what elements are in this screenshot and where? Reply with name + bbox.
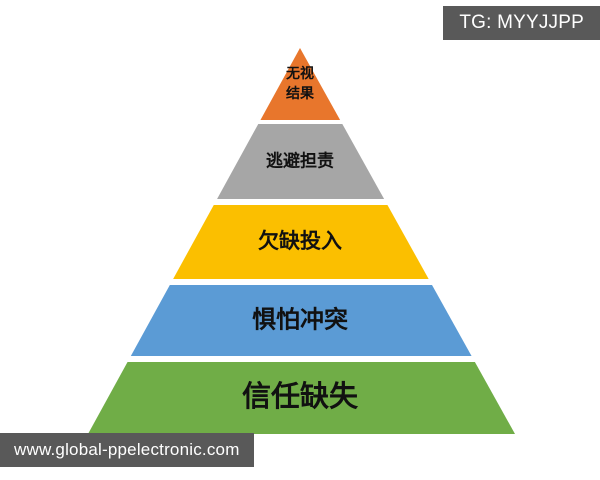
pyramid-tier-3[interactable] <box>173 205 429 279</box>
pyramid-tier-1[interactable] <box>260 48 341 120</box>
pyramid-tier-3-label: 欠缺投入 <box>258 229 342 253</box>
pyramid-tier-5-label: 信任缺失 <box>242 379 359 413</box>
pyramid-tier-4[interactable] <box>130 285 472 356</box>
pyramid-tier-1-label: 无视结果 <box>285 65 315 102</box>
watermark-site: www.global-ppelectronic.com <box>0 433 254 467</box>
pyramid-tier-5[interactable] <box>88 362 515 434</box>
watermark-tag: TG: MYYJJPP <box>443 6 600 40</box>
pyramid-tier-2[interactable] <box>217 124 385 199</box>
pyramid-tier-group <box>88 48 515 434</box>
pyramid-tier-2-label: 逃避担责 <box>266 151 334 172</box>
watermark-tag-text: TG: MYYJJPP <box>459 12 584 33</box>
watermark-site-text: www.global-ppelectronic.com <box>14 440 240 459</box>
pyramid-tier-4-label: 惧怕冲突 <box>252 306 348 334</box>
